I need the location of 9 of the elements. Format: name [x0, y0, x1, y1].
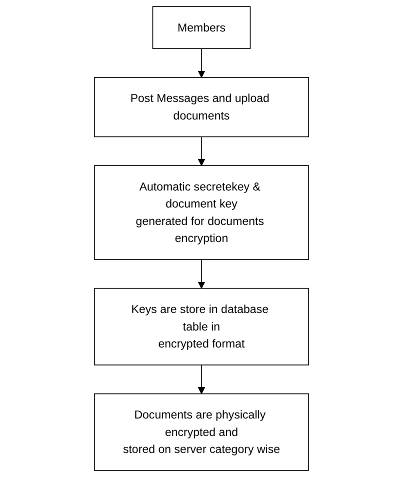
node-box [94, 77, 310, 138]
node-box [152, 6, 251, 50]
node-box [94, 165, 310, 260]
arrow [198, 48, 206, 78]
arrow [198, 364, 206, 394]
node-box [94, 393, 310, 471]
arrow [198, 259, 206, 289]
arrow [198, 136, 206, 166]
node-box [94, 288, 310, 366]
